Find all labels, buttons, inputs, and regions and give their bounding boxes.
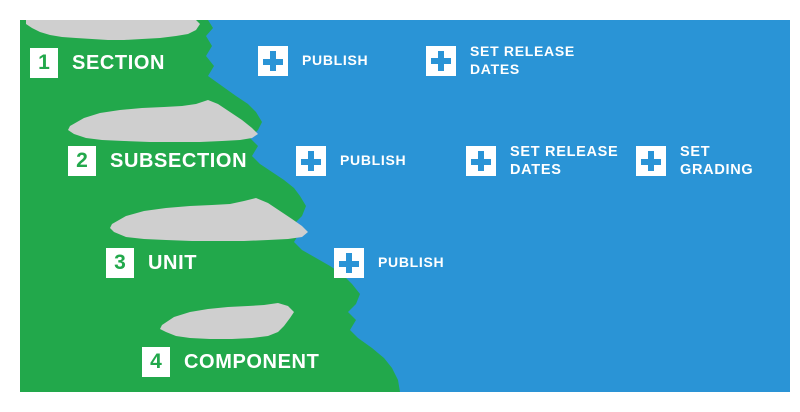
action-set-release-dates-section[interactable]: SET RELEASE DATES	[426, 43, 575, 78]
action-label-publish: PUBLISH	[340, 152, 407, 169]
action-label-set-grading: SET GRADING	[680, 144, 754, 179]
plus-square-icon	[426, 45, 456, 76]
gray-shelf-2	[68, 100, 258, 142]
plus-square-icon	[466, 146, 496, 177]
plus-square-icon	[636, 146, 666, 177]
level-row-3: 3 UNIT	[106, 248, 197, 278]
number-badge-icon: 2	[68, 146, 96, 176]
number-badge-icon: 4	[142, 347, 170, 377]
action-publish-unit[interactable]: PUBLISH	[334, 248, 444, 278]
action-label-set-release-dates: SET RELEASE DATES	[470, 43, 575, 77]
number-badge-icon: 3	[106, 248, 134, 278]
plus-square-icon	[258, 46, 288, 76]
plus-square-icon	[334, 248, 364, 278]
action-publish-subsection[interactable]: PUBLISH	[296, 146, 406, 176]
level-chip-section[interactable]: 1 SECTION	[30, 48, 165, 78]
level-chip-component[interactable]: 4 COMPONENT	[142, 347, 319, 377]
action-publish-section[interactable]: PUBLISH	[258, 46, 368, 76]
action-set-grading-subsection[interactable]: SET GRADING	[636, 143, 753, 179]
action-label-publish: PUBLISH	[302, 52, 369, 69]
level-label-unit: UNIT	[148, 251, 198, 274]
level-chip-subsection[interactable]: 2 SUBSECTION	[68, 146, 247, 176]
gray-shelf-1	[26, 20, 200, 40]
level-row-1: 1 SECTION	[30, 48, 165, 78]
level-label-component: COMPONENT	[184, 350, 320, 373]
level-row-2: 2 SUBSECTION	[68, 146, 247, 176]
plus-square-icon	[296, 146, 326, 176]
action-set-release-dates-subsection[interactable]: SET RELEASE DATES	[466, 143, 618, 179]
gray-shelf-4	[160, 303, 294, 339]
level-row-4: 4 COMPONENT	[142, 347, 319, 377]
level-chip-unit[interactable]: 3 UNIT	[106, 248, 197, 278]
number-badge-icon: 1	[30, 48, 58, 78]
level-label-subsection: SUBSECTION	[110, 149, 248, 172]
action-label-set-release-dates: SET RELEASE DATES	[510, 144, 619, 179]
action-label-publish: PUBLISH	[378, 254, 445, 271]
gray-shelf-3	[110, 198, 308, 241]
level-label-section: SECTION	[72, 51, 166, 74]
